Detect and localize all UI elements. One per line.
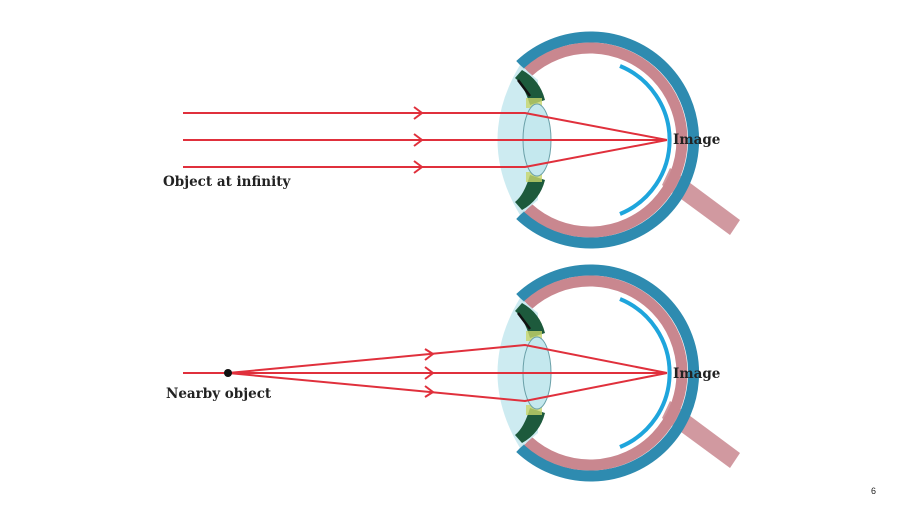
rays-bottom <box>183 343 668 403</box>
image-label-bottom: Image <box>673 366 720 382</box>
nearby-object-point <box>224 369 232 377</box>
object-at-infinity-label: Object at infinity <box>163 174 291 190</box>
rays-top <box>183 106 668 174</box>
nearby-object-label: Nearby object <box>166 386 272 402</box>
image-label-top: Image <box>673 132 720 148</box>
page-number: 6 <box>871 486 877 496</box>
